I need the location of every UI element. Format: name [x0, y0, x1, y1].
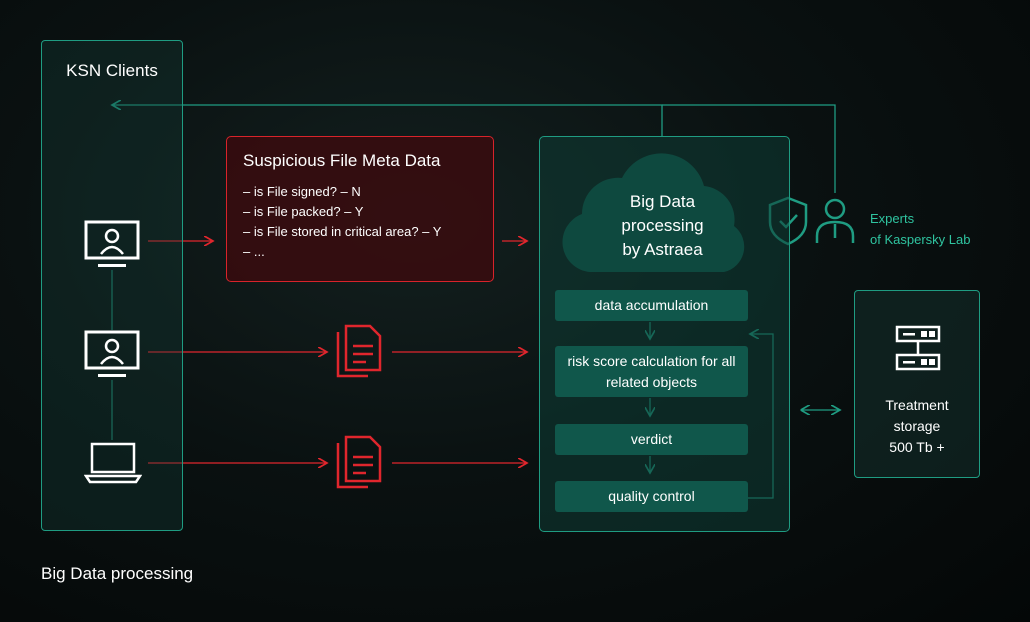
cloud-label-line: Big Data — [629, 192, 696, 211]
step-risk-score: risk score calculation for all related o… — [555, 346, 748, 397]
laptop-icon — [84, 442, 142, 484]
experts-label: Experts of Kaspersky Lab — [870, 208, 970, 250]
step-data-accumulation: data accumulation — [555, 290, 748, 321]
meta-item: – is File signed? – N — [243, 184, 361, 199]
meta-title: Suspicious File Meta Data — [243, 151, 441, 170]
meta-item: – is File packed? – Y — [243, 204, 364, 219]
server-icon — [895, 325, 941, 371]
diagram-caption: Big Data processing — [41, 564, 194, 583]
user-monitor-icon — [84, 220, 140, 267]
big-data-processing-panel: data accumulation risk score calculation… — [539, 136, 790, 532]
experts-line — [662, 104, 836, 193]
cloud-label: Big Data processing by Astraea — [570, 190, 755, 262]
suspicious-file-meta-panel: Suspicious File Meta Data – is File sign… — [226, 136, 494, 282]
ksn-clients-panel: KSN Clients — [41, 40, 183, 531]
storage-line: storage — [893, 418, 941, 434]
storage-label: Treatment storage 500 Tb + — [855, 395, 979, 458]
ksn-clients-title: KSN Clients — [66, 61, 158, 80]
user-monitor-icon — [84, 330, 140, 377]
document-icon — [336, 435, 382, 489]
cloud-label-line: by Astraea — [622, 240, 703, 259]
experts-line1: Experts — [870, 211, 915, 226]
document-icon — [336, 324, 382, 378]
meta-item: – ... — [243, 244, 265, 259]
experts-line2: of Kaspersky Lab — [870, 232, 971, 247]
feedback-to-clients-line — [112, 105, 663, 136]
meta-item: – is File stored in critical area? – Y — [243, 224, 442, 239]
expert-person-icon — [815, 198, 855, 243]
step-quality-control: quality control — [555, 481, 748, 512]
treatment-storage-panel: Treatment storage 500 Tb + — [854, 290, 980, 478]
step-verdict: verdict — [555, 424, 748, 455]
storage-line: Treatment — [885, 397, 949, 413]
cloud-label-line: processing — [621, 216, 704, 235]
storage-capacity: 500 Tb + — [889, 439, 945, 455]
